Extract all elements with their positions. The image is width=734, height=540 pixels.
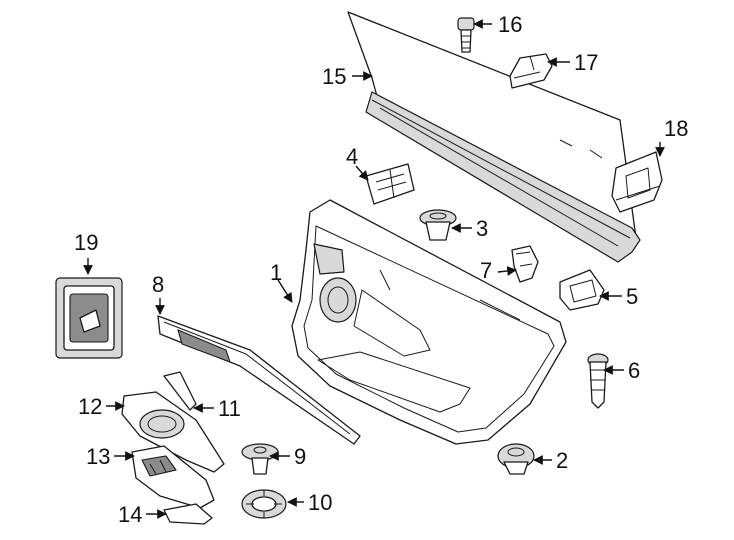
part-2-clip [497,443,535,475]
part-3-push-clip [419,209,457,241]
callout-numbers: 16 17 15 18 4 3 7 5 1 6 2 19 8 11 12 13 … [74,12,688,527]
part-12-speaker-grille [121,391,225,473]
part-17-clip [509,53,553,89]
callout-6: 6 [628,358,640,383]
callout-19: 19 [74,230,98,255]
callout-10: 10 [308,490,332,515]
callout-8: 8 [152,272,164,297]
part-1-door-trim-panel [291,199,567,445]
callout-15: 15 [322,64,346,89]
leader-lines [83,19,665,519]
part-16-screw [457,17,475,53]
callout-5: 5 [626,284,638,309]
callout-17: 17 [574,50,598,75]
callout-4: 4 [346,144,358,169]
part-4-bracket [365,163,415,205]
part-7-clip [511,245,539,283]
part-13-switch-bezel [131,445,215,509]
callout-3: 3 [476,216,488,241]
part-6-screw [587,353,609,409]
callout-18: 18 [664,116,688,141]
part-14-cover-cap [163,503,213,525]
callout-2: 2 [556,448,568,473]
callout-14: 14 [118,502,142,527]
part-10-retaining-ring [241,489,287,519]
callout-9: 9 [294,444,306,469]
callout-16: 16 [498,12,522,37]
callout-12: 12 [78,394,102,419]
part-5-bracket [559,269,605,311]
callout-11: 11 [218,396,241,421]
part-8-trim-strip [157,315,361,445]
part-15-window-trim-panel [347,11,641,263]
callout-1: 1 [270,260,282,285]
callout-7: 7 [480,258,492,283]
callout-13: 13 [86,444,110,469]
part-19-window-switch [55,277,123,359]
part-9-clip [241,443,279,475]
